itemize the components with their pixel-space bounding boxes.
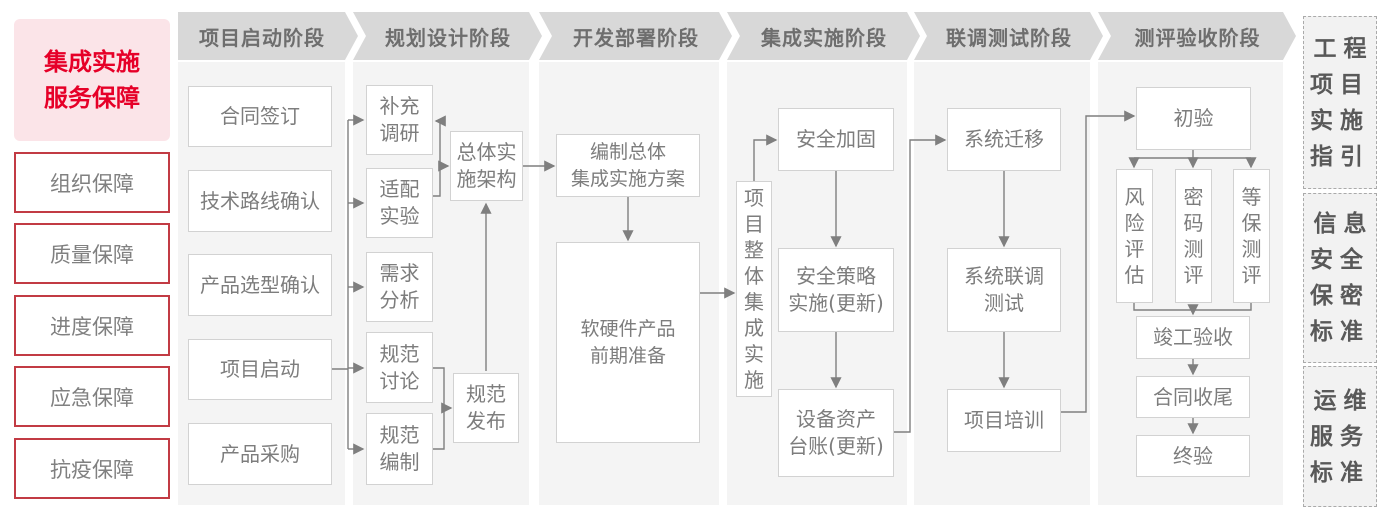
node-project-overall-integration: 项 目 整 体 集 成 实 施: [736, 181, 772, 397]
node-system-joint-debug-test: 系统联调 测试: [947, 248, 1061, 332]
node-spec-release: 规范 发布: [453, 373, 519, 443]
node-tech-route-confirm: 技术路线确认: [188, 170, 332, 232]
sidebar-item-epidemic-guarantee: 抗疫保障: [14, 438, 170, 499]
phase-header-eval-acceptance: 测评验收阶段: [1098, 12, 1296, 60]
sidebar-item-quality-guarantee: 质量保障: [14, 223, 170, 284]
phase-header-project-kickoff: 项目启动阶段: [178, 12, 358, 60]
node-supplementary-research: 补充 调研: [366, 85, 433, 155]
node-product-procurement: 产品采购: [188, 423, 332, 485]
node-crypto-evaluation: 密 码 测 评: [1175, 169, 1212, 303]
node-overall-integration-plan: 编制总体 集成实施方案: [556, 134, 700, 197]
node-spec-drafting: 规范 编制: [366, 413, 433, 485]
standard-operation-maintenance-service: 运维 服务 标准: [1303, 366, 1377, 507]
phase-header-joint-debug: 联调测试阶段: [914, 12, 1103, 60]
node-overall-impl-architecture: 总体实 施架构: [450, 131, 523, 201]
node-requirement-analysis: 需求 分析: [366, 252, 433, 322]
sidebar-item-organization-guarantee: 组织保障: [14, 152, 170, 213]
phase-header-dev-deploy: 开发部署阶段: [539, 12, 732, 60]
node-adaptation-experiment: 适配 实验: [366, 168, 433, 238]
standard-project-implementation-guide: 工程 项目 实施 指引: [1303, 16, 1377, 189]
sidebar-item-emergency-guarantee: 应急保障: [14, 366, 170, 427]
node-contract-signing: 合同签订: [188, 86, 332, 147]
sidebar-item-schedule-guarantee: 进度保障: [14, 295, 170, 356]
phase-header-integration-impl: 集成实施阶段: [727, 12, 920, 60]
node-security-policy-impl: 安全策略 实施(更新): [778, 248, 894, 332]
sidebar-title: 集成实施 服务保障: [14, 19, 170, 141]
node-risk-assessment: 风 险 评 估: [1116, 169, 1153, 303]
node-project-training: 项目培训: [947, 389, 1061, 452]
node-system-migration: 系统迁移: [947, 108, 1061, 171]
node-spec-discussion: 规范 讨论: [366, 332, 433, 403]
node-asset-ledger-update: 设备资产 台账(更新): [778, 389, 894, 477]
node-contract-closure: 合同收尾: [1136, 376, 1250, 418]
node-mlps-evaluation: 等 保 测 评: [1233, 169, 1270, 303]
node-final-acceptance: 终验: [1136, 435, 1250, 477]
phase-header-planning-design: 规划设计阶段: [353, 12, 542, 60]
node-initial-acceptance: 初验: [1136, 87, 1251, 150]
node-completion-acceptance: 竣工验收: [1136, 316, 1250, 359]
node-hw-sw-product-prep: 软硬件产品 前期准备: [556, 242, 700, 443]
node-security-hardening: 安全加固: [778, 108, 894, 171]
node-product-selection-confirm: 产品选型确认: [188, 254, 332, 316]
node-project-kickoff: 项目启动: [188, 339, 332, 400]
standard-information-security-confidentiality: 信息 安全 保密 标准: [1303, 193, 1377, 363]
